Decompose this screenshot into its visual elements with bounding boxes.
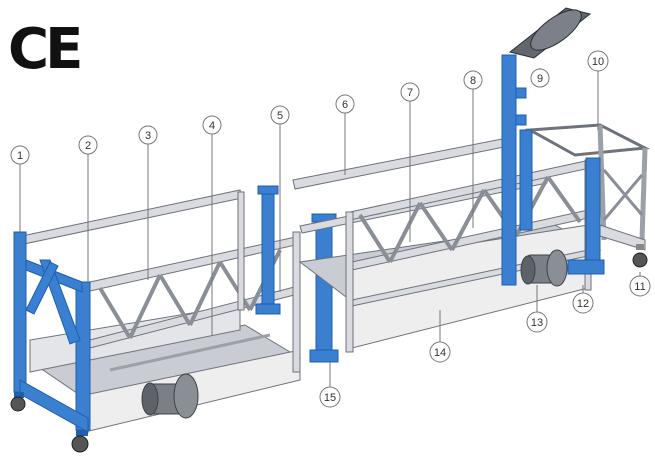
center-connector bbox=[255, 185, 339, 363]
callout-12-label: 12 bbox=[577, 298, 589, 310]
callout-15: 15 bbox=[319, 386, 341, 408]
left-back-post bbox=[237, 191, 245, 311]
left-back-top-rail bbox=[21, 189, 243, 245]
callout-10-label: 10 bbox=[592, 56, 604, 68]
callout-3-label: 3 bbox=[145, 130, 151, 142]
left-rear-caster bbox=[10, 392, 26, 412]
right-mast-brace bbox=[519, 129, 533, 231]
callout-1: 1 bbox=[10, 145, 30, 165]
callout-4-label: 4 bbox=[209, 120, 215, 132]
callout-1-label: 1 bbox=[17, 150, 23, 162]
left-end-frame-back-upright bbox=[13, 231, 27, 393]
right-mast bbox=[501, 54, 517, 286]
left-floor-crossbars bbox=[109, 333, 271, 372]
callout-7: 7 bbox=[400, 82, 420, 102]
callout-10: 10 bbox=[587, 50, 609, 72]
callout-8-label: 8 bbox=[470, 75, 476, 87]
callout-5-label: 5 bbox=[277, 110, 283, 122]
callout-15-label: 15 bbox=[324, 392, 336, 404]
callout-13-label: 13 bbox=[531, 317, 543, 329]
callout-13: 13 bbox=[526, 311, 548, 333]
callout-6-label: 6 bbox=[342, 99, 348, 111]
callout-12: 12 bbox=[572, 292, 594, 314]
left-hoist-motor bbox=[141, 373, 199, 419]
callout-14-label: 14 bbox=[434, 347, 446, 359]
loose-top-rail bbox=[292, 136, 515, 190]
callout-8: 8 bbox=[463, 70, 483, 90]
right-platform-section bbox=[298, 7, 651, 353]
callout-6: 6 bbox=[335, 94, 355, 114]
callout-5: 5 bbox=[270, 105, 290, 125]
callout-9-label: 9 bbox=[537, 73, 543, 85]
connector-post-5 bbox=[261, 189, 275, 309]
callouts: 1 2 3 4 5 6 7 8 9 10 11 12 13 14 15 bbox=[10, 50, 651, 408]
right-caster bbox=[632, 244, 648, 268]
callout-11-label: 11 bbox=[634, 281, 645, 293]
ce-mark: CE bbox=[8, 17, 80, 82]
left-truss-diagonals bbox=[98, 249, 282, 340]
left-front-post bbox=[292, 231, 301, 373]
callout-3: 3 bbox=[138, 125, 158, 145]
callout-11: 11 bbox=[629, 275, 651, 297]
right-end-frame-upright bbox=[585, 157, 601, 271]
callout-9: 9 bbox=[530, 68, 550, 88]
right-end-far-post bbox=[639, 147, 648, 241]
right-end-truss bbox=[602, 169, 644, 221]
right-end-back-post bbox=[597, 124, 607, 241]
connector-post-15 bbox=[315, 217, 333, 361]
callout-2: 2 bbox=[78, 135, 98, 155]
callout-2-label: 2 bbox=[85, 140, 91, 152]
right-hoist-motor bbox=[520, 249, 568, 287]
right-end-frame-foot bbox=[567, 259, 605, 275]
left-front-caster bbox=[71, 430, 89, 453]
right-front-post bbox=[345, 211, 354, 353]
left-end-frame-front-upright bbox=[75, 281, 91, 431]
callout-14: 14 bbox=[429, 341, 451, 363]
callout-4: 4 bbox=[202, 115, 222, 135]
callout-7-label: 7 bbox=[407, 87, 413, 99]
callout-leader-lines bbox=[19, 68, 641, 388]
left-platform-section bbox=[10, 189, 302, 453]
right-end-top-rail bbox=[524, 123, 651, 157]
left-end-frame-brace-2 bbox=[25, 261, 59, 315]
